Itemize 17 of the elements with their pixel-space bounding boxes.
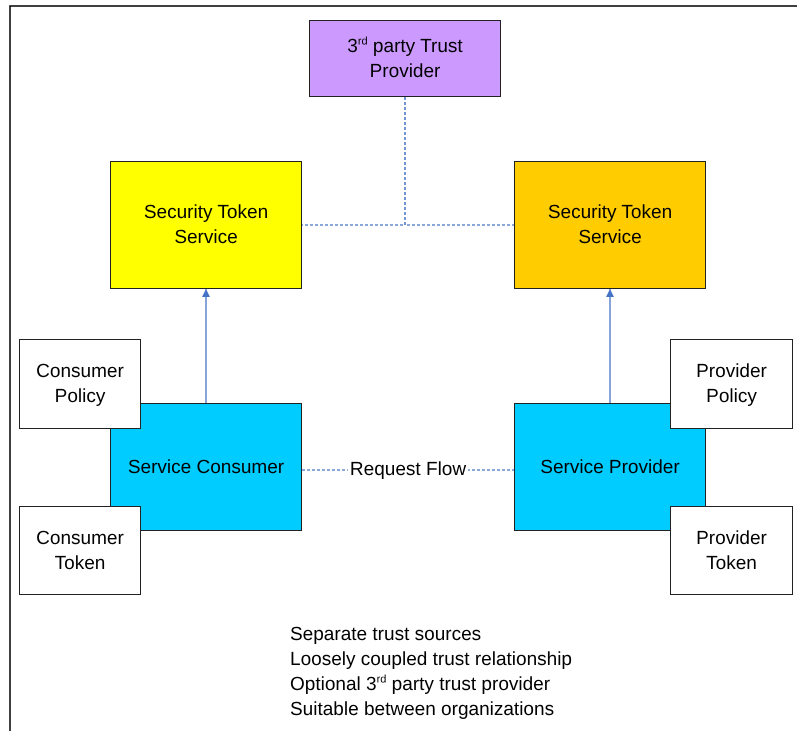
connector-line	[404, 97, 514, 226]
token-box: Provider Token	[670, 506, 793, 595]
arrow	[202, 289, 210, 403]
note-text: Separate trust sources	[290, 623, 482, 647]
token-box: Consumer Token	[19, 506, 141, 595]
note-text: Optional 3$^{rd}$ party trust provider	[290, 672, 552, 697]
policy-box: Consumer Policy	[19, 339, 141, 429]
note-text: Suitable between organizations	[290, 698, 556, 722]
note-text: Loosely coupled trust relationship	[290, 648, 572, 672]
arrow	[606, 289, 614, 403]
service-box: Service Provider	[514, 403, 706, 531]
service-box: Security Token Service	[514, 161, 706, 289]
provider-box: 3$^{rd}$ party Trust Provider	[309, 20, 501, 97]
service-box: Service Consumer	[110, 403, 302, 531]
service-box: Security Token Service	[110, 161, 302, 289]
edge-label: Request Flow	[348, 459, 468, 481]
policy-box: Provider Policy	[670, 339, 793, 429]
